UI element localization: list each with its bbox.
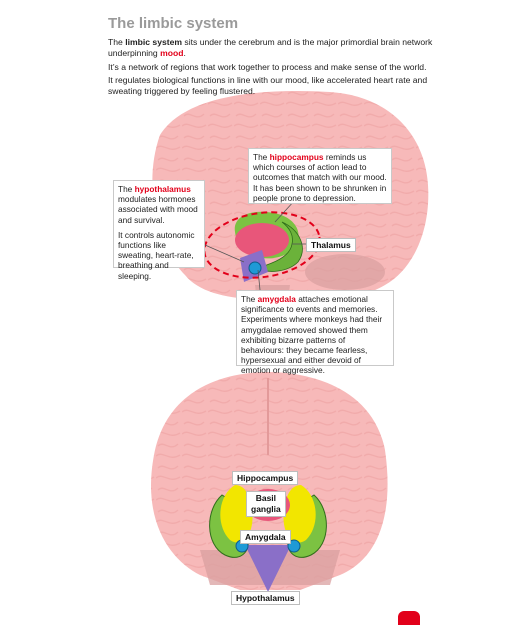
intro-paragraph-2: It’s a network of regions that work toge… bbox=[108, 62, 427, 72]
page-corner-tab bbox=[398, 611, 420, 625]
amygdala-label: Amygdala bbox=[240, 530, 291, 544]
page-title: The limbic system bbox=[108, 15, 239, 32]
intro-paragraph-3: It regulates biological functions in lin… bbox=[108, 75, 428, 96]
hypothalamus-label: Hypothalamus bbox=[231, 591, 300, 605]
thalamus-label: Thalamus bbox=[306, 238, 356, 252]
hippocampus-callout: The hippocampus reminds us which courses… bbox=[248, 148, 392, 204]
hypothalamus-callout: The hypothalamus modulates hormones asso… bbox=[113, 180, 205, 281]
amygdala-callout: The amygdala attaches emotional signific… bbox=[236, 290, 394, 375]
hippocampus-label: Hippocampus bbox=[232, 471, 299, 485]
intro-paragraph-1: The limbic system sits under the cerebru… bbox=[108, 37, 433, 58]
side-limbic-structures bbox=[203, 211, 321, 282]
